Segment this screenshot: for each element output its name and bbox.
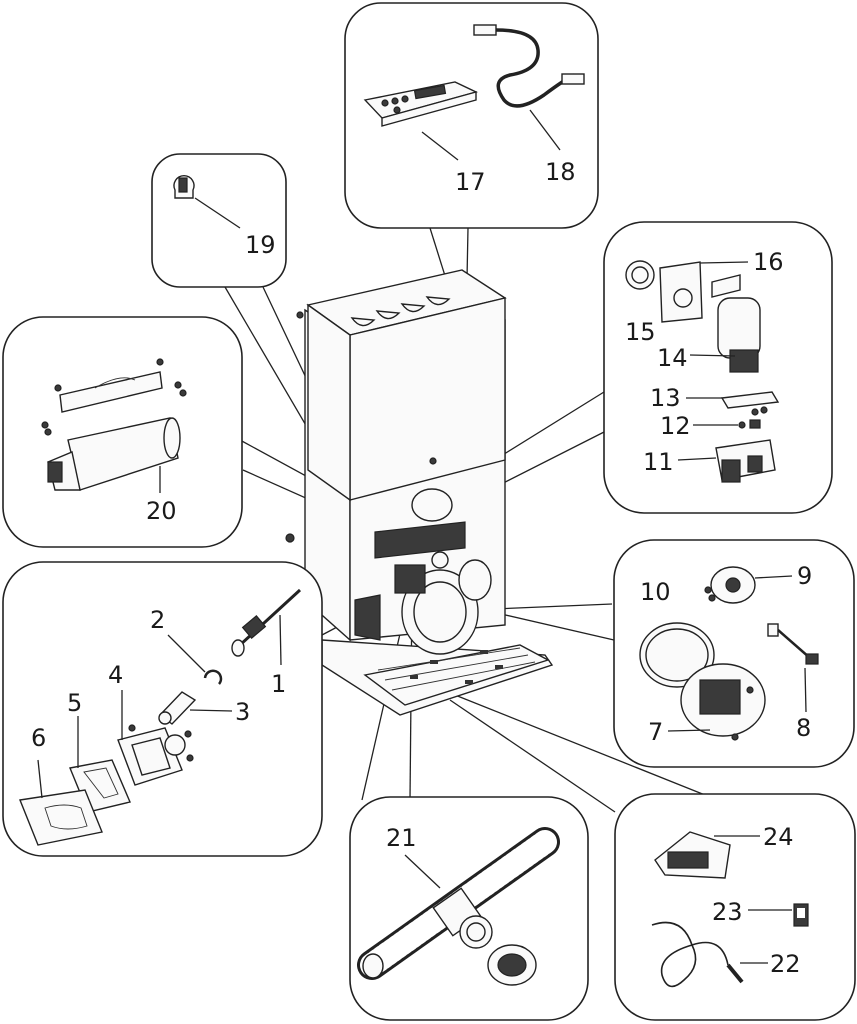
callout-2: 2 xyxy=(150,606,165,634)
callout-15: 15 xyxy=(625,318,656,346)
callout-10: 10 xyxy=(640,578,671,606)
detail-box-pump-assembly: 15 16 14 13 12 11 xyxy=(603,221,833,514)
callout-20: 20 xyxy=(146,497,177,525)
pump-body xyxy=(711,274,761,373)
sensor-cable xyxy=(651,921,744,988)
callout-4: 4 xyxy=(108,661,123,689)
control-display-panel xyxy=(363,81,478,127)
callout-16: 16 xyxy=(753,248,784,276)
callout-19: 19 xyxy=(245,231,276,259)
pump-motor xyxy=(715,439,776,483)
fan-plate xyxy=(680,663,766,741)
callout-3: 3 xyxy=(235,698,250,726)
detail-box-electrical: 24 23 22 xyxy=(614,793,856,1021)
callout-6: 6 xyxy=(31,724,46,752)
ignition-rod xyxy=(231,588,302,657)
detail-box-flue-hose: 21 xyxy=(349,796,589,1021)
callout-23: 23 xyxy=(712,898,743,926)
callout-7: 7 xyxy=(648,718,663,746)
mounting-gasket xyxy=(19,789,103,846)
detail-box-sensor-clip: 19 xyxy=(151,153,287,288)
callout-5: 5 xyxy=(67,689,82,717)
coupling-pin xyxy=(738,419,761,429)
callout-8: 8 xyxy=(796,714,811,742)
flue-adapter xyxy=(459,915,537,986)
callout-11: 11 xyxy=(643,448,674,476)
callout-18: 18 xyxy=(545,158,576,186)
callout-21: 21 xyxy=(386,824,417,852)
retaining-clip xyxy=(203,669,223,685)
gasket-ring xyxy=(639,622,715,688)
pump-cover xyxy=(720,391,780,416)
mounting-bracket xyxy=(41,358,187,436)
callout-24: 24 xyxy=(763,823,794,851)
main-unit xyxy=(285,269,554,716)
detail-box-ignition-transformer: 20 xyxy=(2,316,243,548)
nozzle xyxy=(158,691,197,725)
pressure-sensor xyxy=(704,566,756,604)
detail-box-control-panel: 17 18 xyxy=(344,2,599,229)
wiring-harness xyxy=(473,24,585,108)
electrode-probe xyxy=(767,623,819,665)
control-box xyxy=(654,831,731,879)
switch xyxy=(793,903,809,927)
sensor-clip xyxy=(173,174,195,199)
callout-13: 13 xyxy=(650,384,681,412)
pump-mount-plate xyxy=(659,261,703,323)
coupling-ring xyxy=(625,260,655,290)
callout-1: 1 xyxy=(271,670,286,698)
callout-17: 17 xyxy=(455,168,486,196)
callout-12: 12 xyxy=(660,412,691,440)
callout-9: 9 xyxy=(797,562,812,590)
callout-14: 14 xyxy=(657,344,688,372)
air-intake-flange xyxy=(117,724,194,786)
transformer-cylinder xyxy=(47,417,181,491)
callout-22: 22 xyxy=(770,950,801,978)
detail-box-nozzle-assembly: 1 2 3 4 5 6 xyxy=(2,561,323,857)
detail-box-burner-plate: 9 10 8 7 xyxy=(613,539,855,768)
